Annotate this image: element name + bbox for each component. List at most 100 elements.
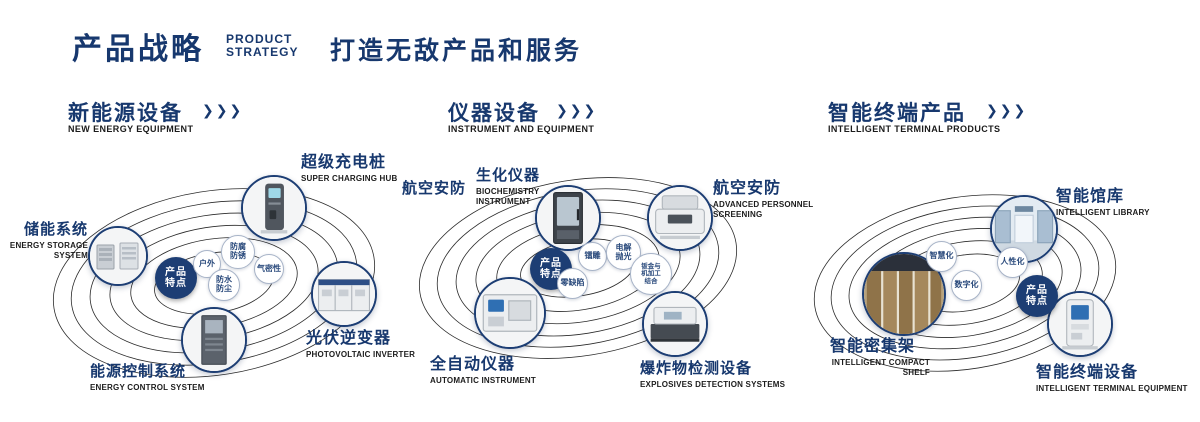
feature-bubble-digital: 数字化 xyxy=(951,270,982,301)
label-energy-control-cn: 能源控制系统 xyxy=(90,363,187,380)
label-energy-storage-en: ENERGY STORAGE SYSTEM xyxy=(4,241,88,261)
terminal-equipment-photo xyxy=(1049,293,1111,355)
label-explosives-detection-en: EXPLOSIVES DETECTION SYSTEMS xyxy=(640,380,785,390)
node-compact-shelf xyxy=(862,252,946,336)
section-title-intelligent-terminal: 智能终端产品 xyxy=(828,102,966,125)
label-biochemistry-en: BIOCHEMISTRY INSTRUMENT xyxy=(476,187,540,207)
badge-line: 产品 xyxy=(165,267,187,278)
bubble-line: 智慧化 xyxy=(929,251,954,261)
explosives-detection-photo xyxy=(644,293,706,355)
label-personnel-screening-en: ADVANCED PERSONNEL SCREENING xyxy=(713,200,813,220)
automatic-instrument-photo xyxy=(476,279,544,347)
triple-chevron-icon: ❯❯❯ xyxy=(556,102,598,118)
node-terminal-equipment xyxy=(1047,291,1113,357)
biochemistry-photo xyxy=(537,187,599,249)
label-personnel-screening: 航空安防 ADVANCED PERSONNEL SCREENING xyxy=(713,174,813,220)
label-compact-shelf: 智能密集架 INTELLIGENT COMPACT SHELF xyxy=(830,332,930,378)
triple-chevron-icon: ❯❯❯ xyxy=(202,102,244,118)
feature-bubble-laser: 镭雕 xyxy=(578,242,607,271)
label-terminal-equipment: 智能终端设备 INTELLIGENT TERMINAL EQUIPMENT xyxy=(1036,358,1188,394)
label-line: BIOCHEMISTRY xyxy=(476,187,540,196)
label-line: ADVANCED PERSONNEL xyxy=(713,200,814,209)
node-biochemistry xyxy=(535,185,601,251)
section-title-instrument: 仪器设备 xyxy=(448,102,540,125)
label-intelligent-library-en: INTELLIGENT LIBRARY xyxy=(1056,208,1150,218)
node-energy-control xyxy=(181,307,247,373)
label-explosives-detection: 爆炸物检测设备 EXPLOSIVES DETECTION SYSTEMS xyxy=(640,357,785,390)
energy-control-photo xyxy=(183,309,245,371)
feature-bubble-humanized: 人性化 xyxy=(997,247,1028,278)
node-pv-inverter xyxy=(311,261,377,327)
label-energy-storage-cn: 储能系统 xyxy=(23,221,88,238)
badge-line: 产品 xyxy=(540,258,562,269)
label-super-charging-en: SUPER CHARGING HUB xyxy=(301,174,398,184)
label-explosives-detection-cn: 爆炸物检测设备 xyxy=(640,360,753,377)
triple-chevron-icon: ❯❯❯ xyxy=(986,102,1028,118)
bubble-line: 钣金与 xyxy=(641,263,661,271)
label-automatic-instrument-en: AUTOMATIC INSTRUMENT xyxy=(430,376,536,386)
node-energy-storage xyxy=(88,226,148,286)
label-line: PHOTOVOLTAIC INVERTER xyxy=(306,350,416,359)
page-title: 产品战略 xyxy=(72,33,204,66)
bubble-line: 防腐 xyxy=(230,242,246,252)
label-line: EXPLOSIVES DETECTION SYSTEMS xyxy=(640,380,786,389)
bubble-line: 结合 xyxy=(644,277,658,285)
bubble-line: 零缺陷 xyxy=(560,278,585,288)
label-super-charging-cn: 超级充电桩 xyxy=(301,154,387,171)
label-pv-inverter: 光伏逆变器 PHOTOVOLTAIC INVERTER xyxy=(306,324,415,360)
node-explosives-detection xyxy=(642,291,708,357)
bubble-line: 气密性 xyxy=(257,263,281,273)
label-line: AUTOMATIC INSTRUMENT xyxy=(430,376,536,385)
label-line: ENERGY STORAGE xyxy=(9,241,88,250)
feature-bubble-anticorrosion: 防腐 防锈 xyxy=(221,235,255,269)
label-line: INTELLIGENT LIBRARY xyxy=(1056,208,1150,217)
bubble-line: 数字化 xyxy=(954,280,979,290)
label-energy-storage: 储能系统 ENERGY STORAGE SYSTEM xyxy=(4,218,88,261)
label-line: SHELF xyxy=(902,368,930,377)
section-subtitle-intelligent-terminal: INTELLIGENT TERMINAL PRODUCTS xyxy=(828,124,1001,134)
section-title-new-energy: 新能源设备 xyxy=(68,102,183,125)
bubble-line: 防水 xyxy=(216,275,232,285)
label-compact-shelf-en: INTELLIGENT COMPACT SHELF xyxy=(830,358,930,378)
label-line: INTELLIGENT TERMINAL EQUIPMENT xyxy=(1036,384,1188,393)
bubble-line: 镭雕 xyxy=(584,251,601,261)
page-title-en: PRODUCT STRATEGY xyxy=(226,33,298,59)
node-super-charging xyxy=(241,175,307,241)
page-slogan: 打造无敌产品和服务 xyxy=(330,37,583,65)
label-line: SCREENING xyxy=(713,210,763,219)
label-line: SUPER CHARGING HUB xyxy=(301,174,398,183)
label-biochemistry-cn: 生化仪器 xyxy=(476,167,541,184)
label-line: INTELLIGENT COMPACT xyxy=(831,358,930,367)
label-automatic-instrument-cn: 全自动仪器 xyxy=(430,356,516,373)
label-biochemistry: 生化仪器 BIOCHEMISTRY INSTRUMENT xyxy=(476,164,540,207)
label-super-charging: 超级充电桩 SUPER CHARGING HUB xyxy=(301,148,398,184)
bubble-line: 防锈 xyxy=(230,251,246,260)
label-line: SYSTEM xyxy=(53,251,88,260)
badge-line: 特点 xyxy=(540,269,562,280)
feature-bubble-outdoor: 户外 xyxy=(193,250,221,278)
label-aviation-security-extra: 航空安防 xyxy=(402,180,467,197)
label-line: ENERGY CONTROL SYSTEM xyxy=(90,383,205,392)
feature-bubble-waterproof: 防水 防尘 xyxy=(208,269,240,301)
label-compact-shelf-cn: 智能密集架 xyxy=(830,338,916,355)
feature-bubble-airtight: 气密性 xyxy=(254,254,284,284)
product-features-badge: 产品 特点 xyxy=(155,257,197,299)
page-title-en-line2: STRATEGY xyxy=(226,45,299,59)
section-subtitle-new-energy: NEW ENERGY EQUIPMENT xyxy=(68,124,194,134)
bubble-line: 户外 xyxy=(199,258,215,268)
feature-bubble-smart: 智慧化 xyxy=(926,241,957,272)
label-automatic-instrument: 全自动仪器 AUTOMATIC INSTRUMENT xyxy=(430,350,536,386)
pv-inverter-photo xyxy=(313,263,375,325)
bubble-line: 机加工 xyxy=(641,270,661,278)
badge-line: 特点 xyxy=(165,278,187,289)
node-personnel-screening xyxy=(647,185,713,251)
label-energy-control: 能源控制系统 ENERGY CONTROL SYSTEM xyxy=(90,360,205,393)
personnel-screening-photo xyxy=(649,187,711,249)
label-energy-control-en: ENERGY CONTROL SYSTEM xyxy=(90,383,205,393)
feature-bubble-zerodefect: 零缺陷 xyxy=(557,268,588,299)
bubble-line: 电解 xyxy=(615,242,632,252)
label-intelligent-library-cn: 智能馆库 xyxy=(1056,188,1125,205)
label-pv-inverter-en: PHOTOVOLTAIC INVERTER xyxy=(306,350,415,360)
label-terminal-equipment-en: INTELLIGENT TERMINAL EQUIPMENT xyxy=(1036,384,1188,394)
